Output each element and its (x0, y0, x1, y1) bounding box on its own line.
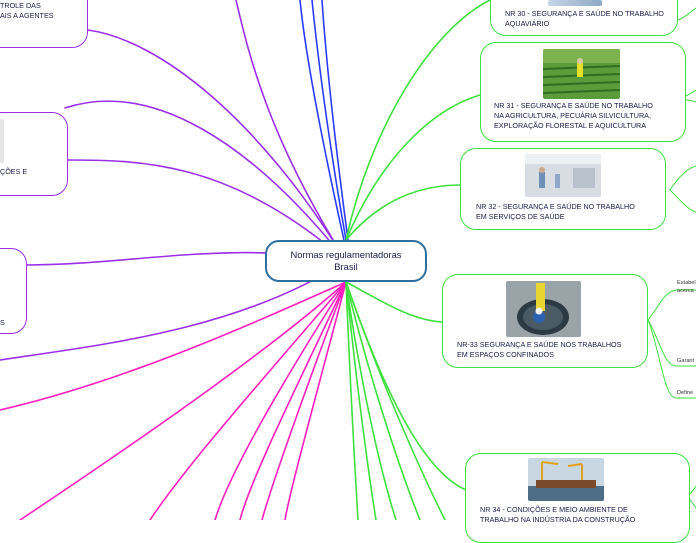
connector-green (669, 189, 696, 213)
connector-green (345, 0, 491, 241)
hospital-image (525, 154, 601, 197)
topic-left-3-label: S (0, 318, 5, 327)
connector-green (689, 485, 696, 495)
connector-green (345, 281, 377, 520)
left-2-image (0, 119, 4, 163)
connector-magenta (284, 281, 347, 520)
topic-left-1[interactable] (0, 0, 88, 48)
connector-purple (0, 260, 347, 361)
nr33-child-3[interactable]: Define (677, 390, 694, 396)
confined-space-image (506, 281, 581, 337)
topic-left-3[interactable] (0, 248, 27, 334)
connector-green (345, 281, 446, 520)
central-topic[interactable]: Normas regulamentadoras Brasil (265, 240, 427, 282)
topic-left-1-label: TROLE DAS AIS A AGENTES (0, 1, 54, 20)
topic-nr31-label: NR 31 - SEGURANÇA E SAÚDE NO TRABALHO NA… (494, 101, 653, 130)
ship-image (548, 0, 602, 6)
connector-green (345, 281, 443, 323)
connector-blue (311, 0, 347, 241)
connector-magenta (0, 281, 347, 411)
connector-green (345, 281, 421, 520)
connector-green (647, 319, 677, 399)
connector-green (345, 184, 461, 241)
connector-green (647, 319, 677, 367)
connector-green (689, 499, 696, 509)
topic-nr32-label: NR 32 - SEGURANÇA E SAÚDE NO TRABALHO EM… (476, 202, 635, 221)
nr33-child-1[interactable]: Estabel acerca (677, 280, 696, 294)
connector-green (685, 89, 696, 97)
connector-blue (299, 0, 345, 241)
connector-magenta (261, 281, 347, 520)
connector-layer (0, 0, 696, 520)
connector-magenta (149, 281, 347, 520)
connector-green (345, 281, 359, 520)
connector-blue (321, 0, 349, 241)
connector-green (669, 165, 696, 191)
topic-left-2-label: ÇÕES E (0, 167, 28, 176)
connector-magenta (239, 281, 347, 520)
connector-magenta (214, 281, 347, 520)
farm-worker-image (543, 49, 620, 99)
connector-purple (87, 29, 347, 262)
connector-green (685, 99, 696, 103)
connector-magenta (19, 281, 347, 520)
topic-nr30[interactable] (490, 0, 678, 36)
connector-purple (64, 100, 347, 262)
topic-nr33-label: NR-33 SEGURANÇA E SAÚDE NOS TRABALHOS EM… (457, 340, 622, 359)
connector-green (647, 289, 677, 321)
connector-purple (235, 0, 347, 262)
topic-nr30-label: NR 30 - SEGURANÇA E SAÚDE NO TRABALHO AQ… (505, 9, 664, 28)
central-topic-label: Normas regulamentadoras Brasil (290, 249, 402, 272)
nr33-child-2[interactable]: Garant (677, 358, 695, 364)
topic-nr34-label: NR 34 - CONDIÇÕES E MEIO AMBIENTE DE TRA… (480, 505, 636, 524)
connector-green (345, 94, 481, 241)
topic-left-2[interactable] (0, 112, 68, 196)
connector-purple (64, 159, 347, 262)
connector-green (345, 281, 397, 520)
connector-green (677, 7, 696, 21)
shipyard-image (528, 458, 604, 501)
